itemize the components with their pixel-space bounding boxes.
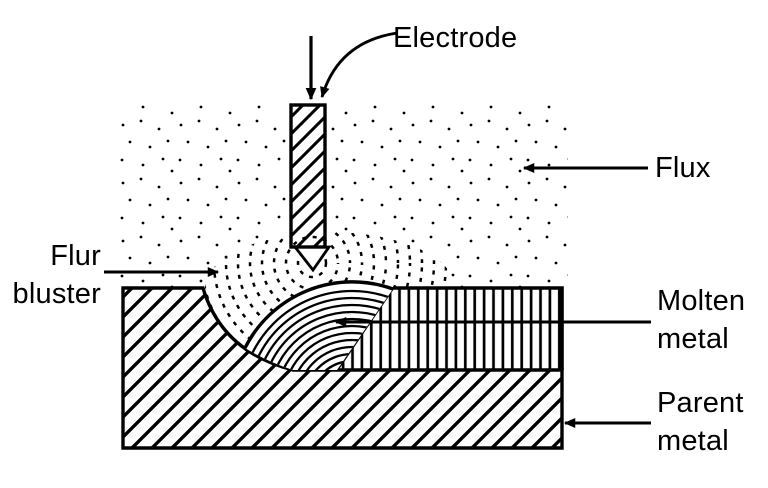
molten-metal-label: Molten metal — [657, 282, 745, 358]
flux-blister-label-line2: bluster — [12, 278, 101, 310]
parent-metal-label-line2: metal — [657, 425, 729, 457]
electrode-leader-arrow — [320, 31, 398, 99]
flux-label-text: Flux — [655, 152, 711, 184]
electrode-label: Electrode — [393, 19, 517, 57]
flux-label: Flux — [655, 149, 711, 187]
electrode-label-text: Electrode — [393, 22, 518, 54]
molten-metal-pool — [243, 280, 394, 370]
molten-metal-label-line2: metal — [657, 323, 729, 355]
electrode-rod — [289, 103, 332, 273]
parent-metal-label-line1: Parent — [657, 387, 744, 419]
flux-granules-region — [118, 104, 568, 289]
flux-blister-label: Flur bluster — [0, 237, 101, 313]
flux-blister-label-line1: Flur — [50, 240, 101, 272]
parent-metal-label: Parent metal — [657, 384, 744, 460]
molten-metal-label-line1: Molten — [657, 285, 746, 317]
